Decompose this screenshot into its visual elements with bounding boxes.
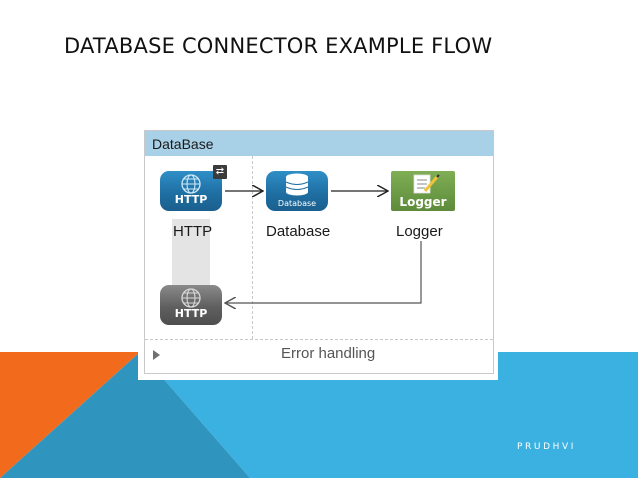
logger-notepad-icon — [413, 174, 440, 194]
http-response-node[interactable]: HTTP — [160, 285, 222, 325]
slide-title: DATABASE CONNECTOR EXAMPLE FLOW — [64, 34, 493, 58]
blue-right-shape — [498, 352, 638, 380]
flow-name: DataBase — [152, 136, 214, 152]
response-band — [172, 219, 210, 291]
http-response-node-text: HTTP — [174, 307, 208, 320]
http-globe-icon — [181, 288, 201, 308]
database-node-label: Database — [266, 223, 331, 240]
http-node[interactable]: HTTP — [160, 171, 222, 211]
database-node-text: Database — [277, 199, 317, 208]
flow-canvas: DataBase — [144, 130, 494, 374]
flow-arrows — [145, 131, 422, 373]
logger-node[interactable]: Logger — [391, 171, 455, 211]
slide-footer: PRUDHVI — [517, 442, 576, 452]
flow-screenshot: DataBase — [138, 125, 498, 380]
logger-node-label: Logger — [396, 223, 443, 240]
logger-node-text: Logger — [399, 195, 447, 209]
dark-blue-shape — [0, 352, 250, 478]
error-handling-label[interactable]: Error handling — [281, 345, 376, 362]
http-globe-icon — [181, 174, 201, 194]
blue-band-shape — [140, 352, 638, 478]
exchange-pattern-icon[interactable]: ⇄ — [213, 165, 227, 179]
database-cylinder-icon — [285, 173, 309, 196]
expand-triangle-icon[interactable] — [153, 350, 160, 360]
source-divider — [252, 156, 253, 339]
http-node-text: HTTP — [174, 193, 208, 206]
database-node[interactable]: Database — [266, 171, 328, 211]
http-node-label: HTTP — [173, 223, 213, 240]
arrow-logger-to-response — [225, 241, 422, 303]
flow-header[interactable]: DataBase — [145, 131, 493, 156]
error-divider — [145, 339, 493, 340]
